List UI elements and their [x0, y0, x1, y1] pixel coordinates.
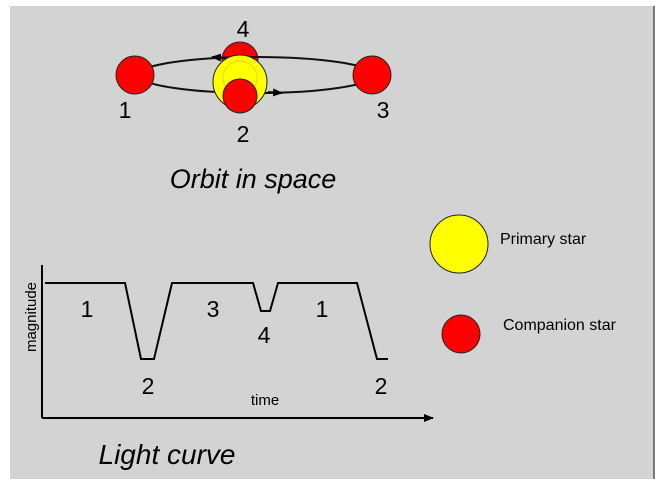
companion-star-position-2 [222, 78, 258, 114]
primary-star-legend-label: Primary star [500, 231, 587, 248]
orbit-label-3: 3 [377, 97, 390, 123]
y-axis-label: magnitude [23, 282, 40, 352]
x-axis-label: time [251, 392, 279, 409]
primary-star-legend-icon [429, 214, 489, 274]
orbit-label-4: 4 [237, 16, 250, 42]
legend: Primary star Companion star [429, 214, 617, 354]
light-curve-plot: magnitude time 1 2 3 4 1 2 Light curve [23, 265, 434, 470]
companion-star-legend-label: Companion star [503, 317, 617, 334]
orbit-diagram: 4 1 3 2 Orbit in space [115, 16, 392, 194]
orbit-caption: Orbit in space [170, 164, 337, 194]
orbit-arrow-top [211, 53, 227, 62]
curve-label-3: 3 [207, 296, 220, 322]
curve-label-4: 4 [258, 322, 271, 348]
curve-label-1b: 1 [316, 296, 329, 322]
light-curve-caption: Light curve [99, 439, 236, 470]
companion-star-position-1 [115, 55, 155, 95]
orbit-arrow-bottom [267, 88, 283, 97]
companion-star-legend-icon [441, 314, 481, 354]
orbit-label-1: 1 [119, 97, 132, 123]
light-curve-line [45, 282, 388, 360]
orbit-label-2: 2 [237, 121, 250, 147]
companion-star-position-3 [352, 55, 392, 95]
curve-label-2a: 2 [142, 373, 155, 399]
background-panel [10, 6, 654, 479]
curve-label-1a: 1 [81, 296, 94, 322]
curve-label-2b: 2 [375, 373, 388, 399]
